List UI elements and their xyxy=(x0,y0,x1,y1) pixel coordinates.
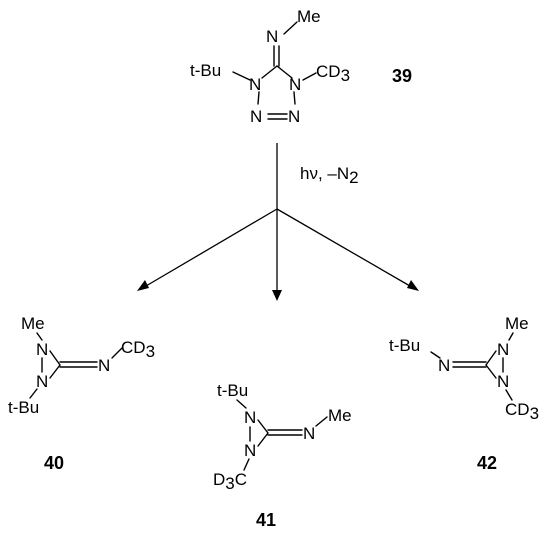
compound-42-n-exo: N xyxy=(438,356,450,375)
compound-41-n-exo: N xyxy=(303,424,315,443)
me-bond xyxy=(508,332,514,341)
compound-41-me: Me xyxy=(328,406,352,425)
tbu-bond xyxy=(430,351,441,359)
compound-40-n-top: N xyxy=(36,340,48,359)
arrow-to-40 xyxy=(145,208,278,287)
ring-bond-n4-n3 xyxy=(293,91,296,105)
compound-39-n3: N xyxy=(288,107,300,126)
compound-39-n2: N xyxy=(250,107,262,126)
compound-39-cd3: CD3 xyxy=(316,62,350,85)
ring-bond-top xyxy=(485,350,497,366)
reaction-conditions: hν, –N2 xyxy=(300,164,359,187)
compound-39: Me N N N N N t-Bu CD3 39 xyxy=(190,7,412,126)
compound-42-label: 42 xyxy=(477,453,497,473)
arrowhead-42 xyxy=(407,280,419,291)
compound-40-label: 40 xyxy=(44,453,64,473)
reaction-arrows xyxy=(137,143,419,301)
compound-42-me: Me xyxy=(505,314,529,333)
compound-41-n-bottom: N xyxy=(244,441,256,460)
compound-39-tbu: t-Bu xyxy=(190,61,221,80)
compound-40-cd3: CD3 xyxy=(121,338,155,361)
arrow-to-42 xyxy=(276,208,411,287)
ring-bond-bottom xyxy=(49,364,61,379)
compound-42-tbu: t-Bu xyxy=(389,336,420,355)
tbu-bond xyxy=(232,71,251,81)
n-me-bond xyxy=(283,21,298,35)
ring-bond-bottom xyxy=(257,432,269,447)
cd3-bond xyxy=(243,458,250,471)
cd3-bond xyxy=(111,347,123,359)
compound-41-n-top: N xyxy=(244,408,256,427)
compound-41: t-Bu N N N Me D3C 41 xyxy=(213,381,352,530)
ring-bond-bottom xyxy=(485,364,497,379)
compound-39-n1: N xyxy=(249,75,261,94)
ring-bond-top xyxy=(49,350,61,366)
tbu-bond xyxy=(236,399,247,409)
compound-42-cd3: CD3 xyxy=(505,400,539,423)
compound-42: t-Bu N N N Me CD3 42 xyxy=(389,314,539,473)
ring-bond-c5-n1 xyxy=(261,65,278,79)
compound-40-n-exo: N xyxy=(98,356,110,375)
me-bond xyxy=(315,416,328,427)
ring-bond-c5-n4 xyxy=(276,65,293,79)
compound-41-tbu: t-Bu xyxy=(217,381,248,400)
compound-39-me: Me xyxy=(297,7,321,26)
compound-42-n-top: N xyxy=(497,340,509,359)
compound-39-label: 39 xyxy=(392,66,412,86)
ring-bond-top xyxy=(257,419,269,434)
compound-39-n4: N xyxy=(289,75,301,94)
compound-40-tbu: t-Bu xyxy=(8,398,39,417)
compound-40: Me N N N CD3 t-Bu 40 xyxy=(8,314,155,473)
tbu-bond xyxy=(29,388,38,399)
compound-39-imine-n: N xyxy=(266,27,278,46)
ring-bond-n1-n2 xyxy=(257,91,260,105)
arrowhead-40 xyxy=(137,280,149,291)
compound-41-d3c: D3C xyxy=(213,470,247,493)
cd3-bond xyxy=(302,72,317,81)
compound-40-me: Me xyxy=(21,314,45,333)
compound-40-n-bottom: N xyxy=(36,372,48,391)
cd3-bond xyxy=(505,389,513,401)
compound-41-label: 41 xyxy=(256,510,276,530)
me-bond xyxy=(36,332,43,341)
compound-42-n-bottom: N xyxy=(497,372,509,391)
arrowhead-41 xyxy=(272,290,282,301)
